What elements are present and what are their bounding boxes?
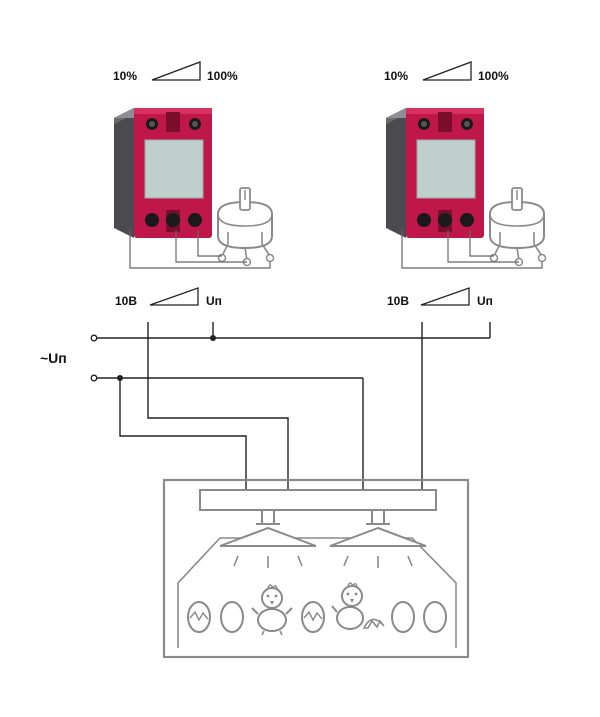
supply-label: ~Uп: [40, 350, 67, 366]
heat-lamp-icon: [219, 509, 317, 568]
incubator: [162, 478, 470, 659]
heat-lamp-icon: [329, 509, 427, 568]
relay-unit-2: 10% 100%: [384, 61, 547, 308]
relay-1-pct-max: 100%: [207, 69, 238, 83]
relay-2-ctrl-min: 10B: [387, 294, 409, 308]
chick-icon: [251, 584, 293, 636]
solid-state-relay-icon: [114, 108, 212, 238]
supply-terminal-1: [90, 334, 98, 342]
supply-terminal-2: [90, 374, 98, 382]
hatching-chick-icon: [331, 582, 385, 630]
relay-unit-1: 10% 100%: [113, 61, 275, 308]
relay-2-ctrl-max: Uп: [477, 294, 493, 308]
egg-icon: [423, 601, 447, 633]
potentiometer-icon: [217, 187, 275, 267]
relay-2-pct-min: 10%: [384, 69, 408, 83]
relay-1-ctrl-max: Uп: [206, 294, 222, 308]
egg-icon: [391, 601, 415, 633]
ramp-icon: [422, 61, 472, 81]
egg-icon: [220, 601, 244, 633]
relay-2-pct-max: 100%: [478, 69, 509, 83]
ramp-icon: [420, 287, 470, 306]
egg-icon: [187, 601, 211, 633]
relay-1-ctrl-min: 10B: [115, 294, 137, 308]
relay-1-pct-min: 10%: [113, 69, 137, 83]
ramp-icon: [151, 61, 201, 81]
ramp-icon: [149, 287, 199, 306]
potentiometer-icon: [489, 187, 547, 267]
solid-state-relay-icon: [386, 108, 484, 238]
egg-icon: [301, 601, 325, 633]
supply-wiring: ~Uп: [40, 322, 491, 490]
